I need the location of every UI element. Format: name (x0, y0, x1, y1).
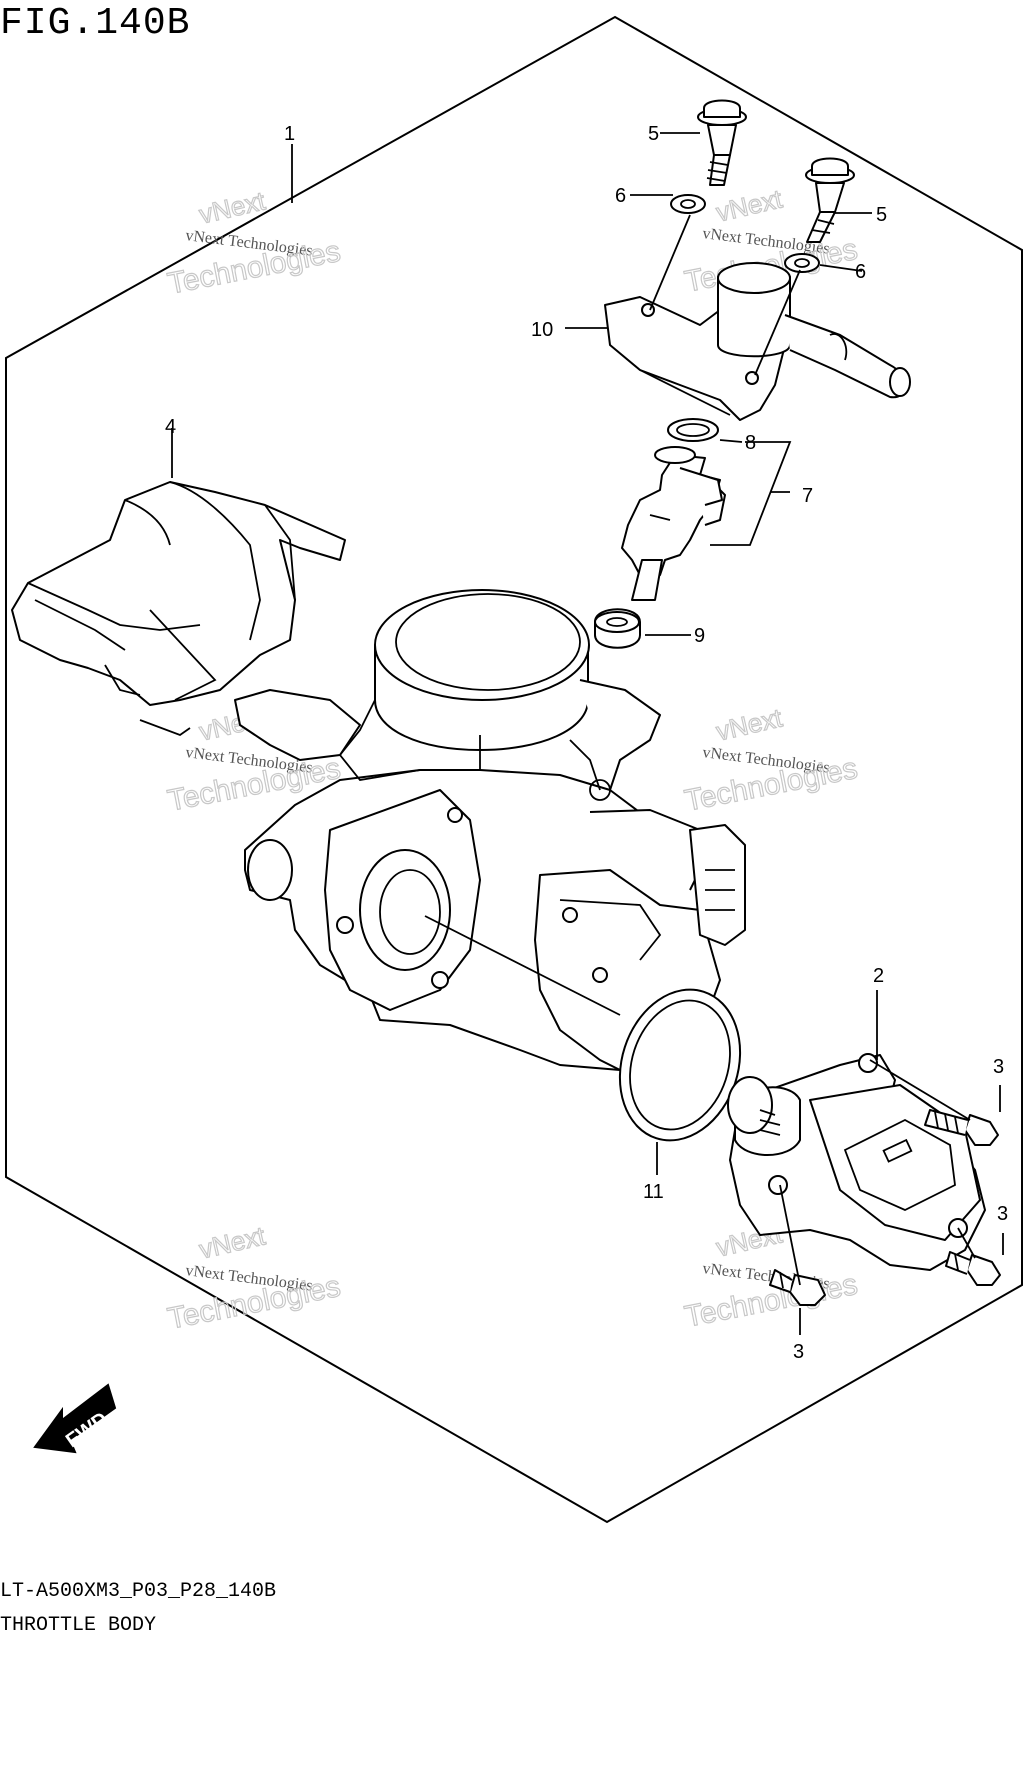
fuel-injector-part (621, 446, 726, 601)
washer-hole (680, 199, 696, 209)
watermark-text: vNext (196, 185, 268, 229)
callout-2: 2 (873, 965, 884, 987)
callout-5-right: 5 (876, 204, 887, 226)
callout-7: 7 (802, 485, 813, 507)
fuel-delivery-pipe-part (604, 262, 911, 421)
model-code: LT-A500XM3_P03_P28_140B (0, 1580, 277, 1603)
screw-part (945, 1251, 1001, 1286)
watermark-text: vNext (713, 702, 785, 746)
forward-direction-arrow: FWD (33, 1383, 117, 1454)
screw-part (697, 99, 747, 186)
o-ring-part (667, 418, 719, 442)
assembly-outline (5, 15, 1023, 1524)
clamp-bracket-part (11, 481, 346, 737)
washer-hole (794, 258, 810, 268)
callout-6-right: 6 (855, 261, 866, 283)
screw-part (924, 1109, 999, 1146)
o-ring-inner (676, 423, 710, 437)
callout-3-top: 3 (993, 1056, 1004, 1078)
watermark-text: vNext (713, 183, 785, 227)
callout-8: 8 (745, 432, 756, 454)
callout-1: 1 (284, 123, 295, 145)
callout-11: 11 (643, 1181, 664, 1203)
leader-lines (171, 132, 1004, 1335)
callout-labels: 1 2 3 3 3 4 5 5 6 6 7 8 9 10 11 (165, 123, 1008, 1363)
idle-control-valve-part (727, 1053, 986, 1271)
callout-9: 9 (694, 625, 705, 647)
watermark-text: vNext (196, 1220, 268, 1264)
watermark-top-left: vNext vNext Technologies Technologies (164, 185, 343, 302)
callout-3-bottom: 3 (793, 1341, 804, 1363)
seal-part (594, 608, 641, 649)
figure-title: FIG.140B (0, 2, 191, 45)
watermark-mid-right: vNext vNext Technologies Technologies (681, 702, 860, 819)
section-name: THROTTLE BODY (0, 1614, 157, 1637)
callout-3-right: 3 (997, 1203, 1008, 1225)
screw-part (805, 157, 855, 243)
screw-part (769, 1269, 826, 1306)
callout-4: 4 (165, 416, 176, 438)
throttle-body-part (234, 589, 746, 1071)
washer-part (670, 194, 706, 214)
callout-10: 10 (531, 319, 553, 341)
callout-6-left: 6 (615, 185, 626, 207)
callout-5-top: 5 (648, 123, 659, 145)
washer-part (784, 253, 820, 273)
